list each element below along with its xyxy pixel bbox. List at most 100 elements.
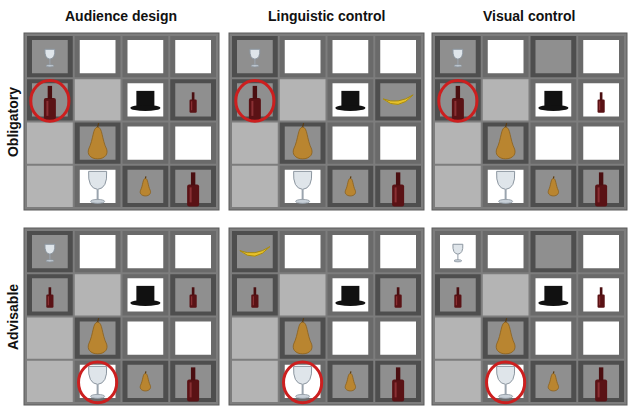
shelf-cell — [27, 274, 73, 315]
shelf-cell-back — [583, 278, 619, 311]
shelf-cell — [170, 274, 216, 315]
shelf-cell-back — [536, 127, 572, 160]
shelf-cell — [483, 36, 529, 77]
pear-body — [345, 373, 355, 390]
pear-body — [140, 178, 150, 195]
shelf-cell-back — [380, 322, 416, 355]
glass-base — [454, 65, 462, 67]
shelf-cell — [280, 123, 326, 164]
blocked-cell — [483, 79, 529, 120]
shelf-cell-back — [128, 83, 164, 116]
glass-stem — [302, 384, 304, 395]
shelf-cell — [170, 231, 216, 272]
pear-stem — [350, 371, 352, 373]
pear-stem — [506, 123, 507, 127]
shelf-cell — [232, 79, 278, 120]
shelf-cell-back — [440, 278, 476, 311]
bottle-neck — [600, 92, 603, 100]
bottle-neck — [192, 287, 195, 295]
shelf-cell — [578, 36, 624, 77]
glass-base — [46, 260, 54, 262]
shelf-cell — [328, 79, 374, 120]
shelf-cell-back — [285, 365, 321, 398]
shelf-frame — [229, 33, 424, 210]
bottle-shine — [599, 296, 600, 305]
shelf-cell-back — [536, 83, 572, 116]
glass-bowl — [45, 244, 55, 254]
glass-bowl — [453, 244, 463, 254]
bottle-body — [251, 294, 258, 307]
hat-brim — [538, 300, 568, 306]
shelf-cell — [170, 79, 216, 120]
shelf-cell-back — [128, 170, 164, 203]
shelf-cell-back — [175, 235, 211, 268]
glass-bowl — [250, 49, 260, 59]
shelf-cell — [75, 166, 121, 207]
bottle-body — [187, 379, 199, 401]
shelf-cell — [531, 361, 577, 402]
glass-bowl — [497, 366, 515, 384]
bottle-body — [598, 99, 605, 112]
row-label: Advisable — [5, 284, 21, 351]
bottle-shine — [599, 101, 600, 110]
shelf-frame — [432, 228, 627, 405]
shelf-cell — [531, 274, 577, 315]
pear-stem — [145, 176, 147, 178]
shelf-cell-back — [285, 322, 321, 355]
column-header: Linguistic control — [268, 8, 385, 24]
shelf-cell-back — [80, 170, 116, 203]
shelf-cell-back — [175, 83, 211, 116]
shelf-cell — [435, 274, 481, 315]
shelf-cell — [578, 231, 624, 272]
pear-body — [548, 373, 558, 390]
pear-stem — [98, 318, 99, 322]
target-circle — [487, 362, 525, 403]
bottle-neck — [48, 86, 52, 99]
blocked-cell — [75, 274, 121, 315]
shelf-cell — [123, 166, 169, 207]
shelf-cell-back — [333, 278, 369, 311]
shelf-cell — [578, 123, 624, 164]
shelf-cell-back — [333, 40, 369, 73]
pear-stem — [553, 371, 555, 373]
shelf-cell-back — [80, 322, 116, 355]
shelf-cell-back — [128, 235, 164, 268]
pear-stem — [303, 318, 304, 322]
glass-base — [91, 199, 105, 203]
blocked-cell — [435, 123, 481, 164]
shelf-cell — [280, 231, 326, 272]
shelf-cell-back — [536, 40, 572, 73]
pear-body — [496, 127, 515, 159]
shelf-cell-back — [536, 365, 572, 398]
shelf-cell — [328, 36, 374, 77]
shelf-cell-back — [128, 278, 164, 311]
blocked-cell — [483, 274, 529, 315]
pear-body — [345, 178, 355, 195]
shelf-cell — [123, 36, 169, 77]
column-header: Visual control — [483, 8, 575, 24]
shelf-cell-back — [440, 40, 476, 73]
shelf-cell — [123, 123, 169, 164]
blocked-cell — [280, 79, 326, 120]
shelf-cell — [123, 318, 169, 359]
shelf-cell — [328, 318, 374, 359]
shelf-grid — [229, 228, 424, 405]
shelf-cell-back — [333, 170, 369, 203]
glass-bowl — [294, 171, 312, 189]
shelf-cell-back — [333, 235, 369, 268]
shelf-cell-back — [285, 40, 321, 73]
glass-base — [296, 394, 310, 398]
hat-brim — [130, 300, 160, 306]
shelf-grid — [24, 228, 219, 405]
shelf-cell — [75, 361, 121, 402]
bottle-neck — [254, 287, 257, 295]
hat-brim — [335, 300, 365, 306]
shelf-cell — [375, 318, 421, 359]
bottle-body — [595, 184, 607, 206]
shelf-cell — [170, 318, 216, 359]
shelf-cell — [123, 79, 169, 120]
glass-stem — [505, 384, 507, 395]
glass-stem — [302, 189, 304, 200]
shelf-cell-back — [285, 127, 321, 160]
bottle-neck — [599, 367, 603, 380]
